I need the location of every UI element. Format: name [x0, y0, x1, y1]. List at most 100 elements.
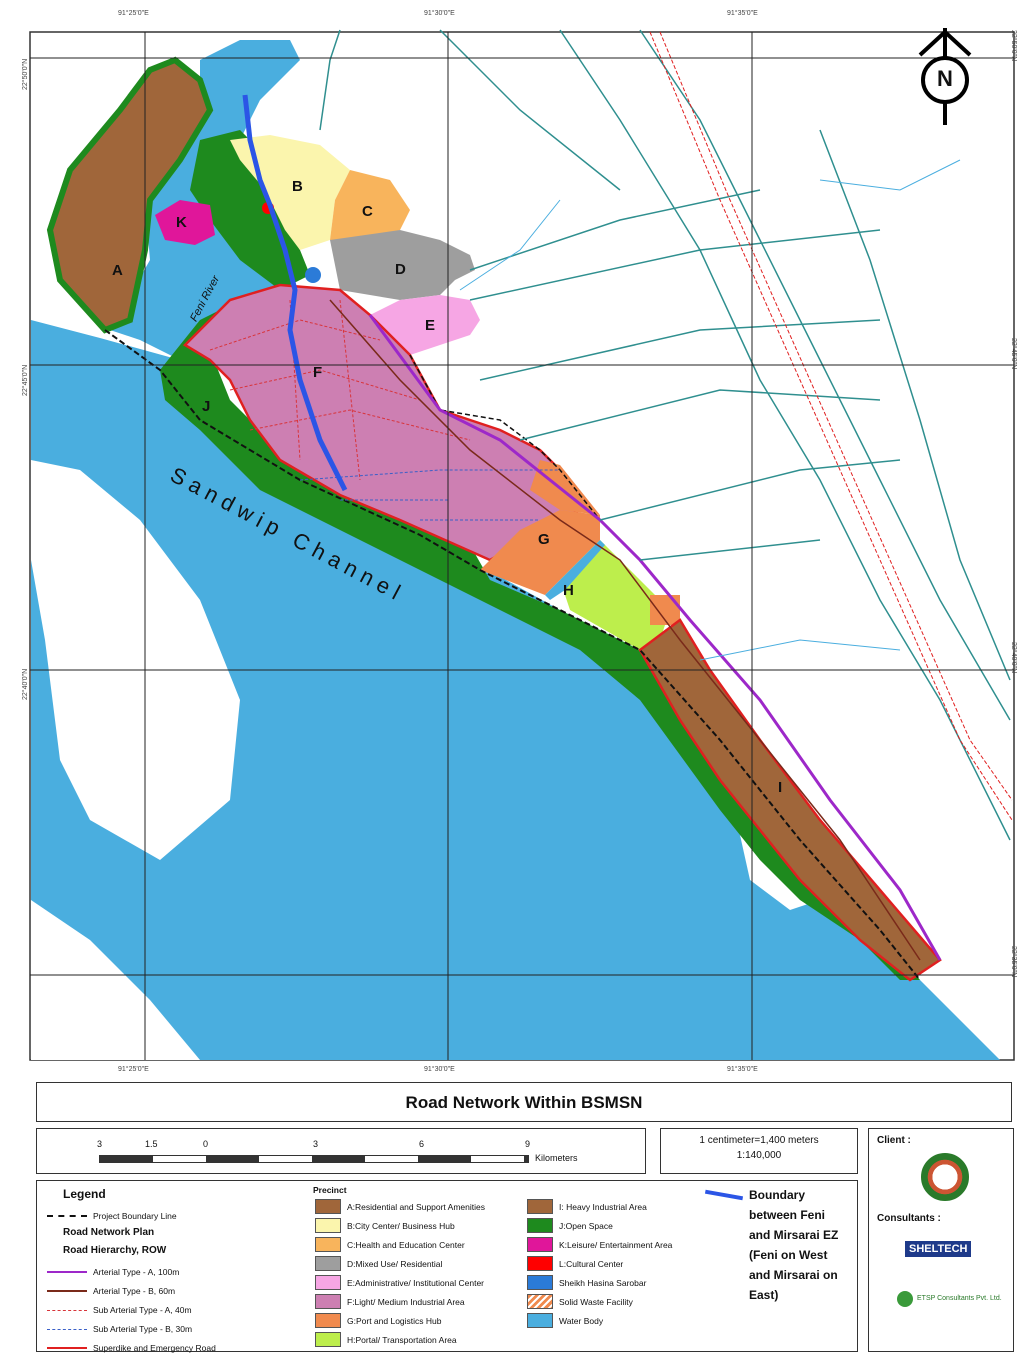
legend-precinct-precincts_col2-1: I: Heavy Industrial Area: [527, 1199, 647, 1214]
zone-b-city-center[interactable]: [230, 135, 350, 250]
north-label: N: [937, 66, 953, 91]
scale-tick-3: 0: [203, 1139, 209, 1149]
canals: [319, 29, 1011, 841]
legend-swatch: [315, 1237, 341, 1252]
zone-a-residential[interactable]: [46, 56, 214, 334]
legend-precinct-precincts_col2-7: Water Body: [527, 1313, 603, 1328]
coord-left-2: 22°45'0"N: [22, 364, 29, 396]
legend-precinct-precincts_col1-5: E:Administrative/ Institutional Center: [315, 1275, 484, 1290]
scale-tick-1: 3: [97, 1139, 103, 1149]
scale-tick-2: 1.5: [145, 1139, 158, 1149]
legend-swatch: [315, 1313, 341, 1328]
water-feature-marker: [305, 267, 321, 283]
coord-right-3: 22°40'0"N: [1010, 642, 1017, 674]
legend-road-line: [47, 1347, 87, 1349]
consultants-label: Consultants :: [877, 1213, 941, 1224]
coord-right-4: 22°35'0"N: [1010, 946, 1017, 978]
legend-road-line: [47, 1271, 87, 1273]
legend-precinct-label: Sheikh Hasina Sarobar: [559, 1277, 647, 1288]
client-label: Client :: [877, 1135, 911, 1146]
legend-precinct-precincts_col1-7: G:Port and Logistics Hub: [315, 1313, 442, 1328]
coord-top-2: 91°30'0"E: [424, 10, 455, 17]
zone-label-k: K: [176, 214, 187, 231]
etsp-logo-icon: [897, 1291, 913, 1307]
legend-road-4: Sub Arterial Type - B, 30m: [47, 1324, 192, 1334]
zone-label-b: B: [292, 178, 303, 195]
legend-swatch: [315, 1199, 341, 1214]
map-canvas[interactable]: [0, 0, 1023, 1080]
legend-precinct-precincts_col2-5: Sheikh Hasina Sarobar: [527, 1275, 646, 1290]
legend-precinct-precincts_col1-8: H:Portal/ Transportation Area: [315, 1332, 457, 1347]
zone-label-f: F: [313, 364, 323, 381]
zone-c-health-education[interactable]: [330, 170, 410, 245]
zone-label-j: J: [202, 398, 211, 415]
legend-precinct-label: B:City Center/ Business Hub: [347, 1220, 455, 1231]
zone-j-open-space[interactable]: [160, 300, 920, 980]
river-branch: [459, 159, 961, 661]
scale-ratio-line2: 1:140,000: [736, 1150, 782, 1161]
coord-right-2: 22°45'0"N: [1010, 338, 1017, 370]
legend-precinct-precincts_col1-4: D:Mixed Use/ Residential: [315, 1256, 442, 1271]
zone-k-leisure[interactable]: [155, 200, 215, 245]
legend-project-boundary: Project Boundary Line: [47, 1211, 177, 1221]
legend-precinct-precincts_col2-4: L:Cultural Center: [527, 1256, 623, 1271]
zone-g-port-logistics[interactable]: [480, 510, 600, 595]
railway-line-2: [659, 31, 1013, 801]
legend-road-label: Arterial Type - A, 100m: [93, 1267, 180, 1277]
zone-label-c: C: [362, 203, 373, 220]
zone-d-mixed-use[interactable]: [330, 230, 475, 300]
legend-road-label: Arterial Type - B, 60m: [93, 1286, 176, 1296]
zone-j-open-space-north[interactable]: [190, 130, 310, 290]
legend-swatch: [315, 1332, 341, 1347]
sheikh-hasina-sarobar: [545, 540, 605, 600]
zone-h-transport[interactable]: [560, 540, 670, 650]
map-title: Road Network Within BSMSN: [36, 1082, 1012, 1122]
north-arrow-icon: [918, 28, 972, 125]
railway-line: [649, 31, 1013, 821]
scale-tick-6: 9: [525, 1139, 531, 1149]
zone-e-administrative[interactable]: [370, 295, 480, 355]
solid-waste-facility: [650, 595, 680, 625]
scale-tick-4: 3: [313, 1139, 319, 1149]
legend-precinct-precincts_col2-6: Solid Waste Facility: [527, 1294, 633, 1309]
legend-swatch: [527, 1218, 553, 1233]
legend-precinct-precincts_col1-3: C:Health and Education Center: [315, 1237, 465, 1252]
client-logo-icon: [921, 1153, 969, 1201]
legend-precinct-precincts_col1-6: F:Light/ Medium Industrial Area: [315, 1294, 465, 1309]
client-consultant-panel: Client : Consultants : SHELTECH ETSP Con…: [868, 1128, 1014, 1352]
zone-g-port-strip: [530, 460, 600, 515]
legend-road-1: Arterial Type - A, 100m: [47, 1267, 179, 1277]
legend-swatch: [527, 1313, 553, 1328]
legend-precinct-label: G:Port and Logistics Hub: [347, 1315, 442, 1326]
scale-bar: [99, 1155, 529, 1163]
legend-precinct-label: F:Light/ Medium Industrial Area: [347, 1296, 465, 1307]
coord-left-1: 22°50'0"N: [22, 58, 29, 90]
legend-precinct-label: E:Administrative/ Institutional Center: [347, 1277, 485, 1288]
legend-precinct-label: D:Mixed Use/ Residential: [347, 1258, 443, 1269]
southern-island: [31, 900, 200, 1060]
etsp-logo-text: ETSP Consultants Pvt. Ltd.: [917, 1295, 1002, 1302]
sub-arterial-roads: [209, 299, 560, 521]
coord-right-1: 22°50'0"N: [1010, 30, 1017, 62]
legend-road-plan: Road Network Plan: [63, 1227, 155, 1238]
legend-swatch: [315, 1275, 341, 1290]
zone-label-h: H: [563, 582, 574, 599]
legend-precinct-label: A:Residential and Support Amenities: [347, 1201, 485, 1212]
scale-bar-panel: 3 1.5 0 3 6 9 Kilometers: [36, 1128, 646, 1174]
zone-label-i: I: [778, 779, 783, 796]
zone-i-heavy-industrial[interactable]: [638, 618, 942, 982]
legend-swatch: [527, 1237, 553, 1252]
legend-precinct-label: L:Cultural Center: [559, 1258, 624, 1269]
feni-mirsarai-boundary: [242, 94, 348, 492]
legend-precinct-label: I: Heavy Industrial Area: [559, 1201, 647, 1212]
legend-road-label: Sub Arterial Type - B, 30m: [93, 1324, 193, 1334]
legend-precinct-label: K:Leisure/ Entertainment Area: [559, 1239, 673, 1250]
legend-panel: Legend Project Boundary Line Road Networ…: [36, 1180, 858, 1353]
project-boundary-line: [104, 329, 921, 981]
legend-precinct-label: H:Portal/ Transportation Area: [347, 1334, 457, 1345]
legend-heading: Legend: [63, 1187, 106, 1201]
legend-road-3: Sub Arterial Type - A, 40m: [47, 1305, 192, 1315]
zone-label-d: D: [395, 261, 406, 278]
scale-ratio-panel: 1 centimeter=1,400 meters 1:140,000: [660, 1128, 858, 1174]
legend-road-line: [47, 1328, 87, 1330]
